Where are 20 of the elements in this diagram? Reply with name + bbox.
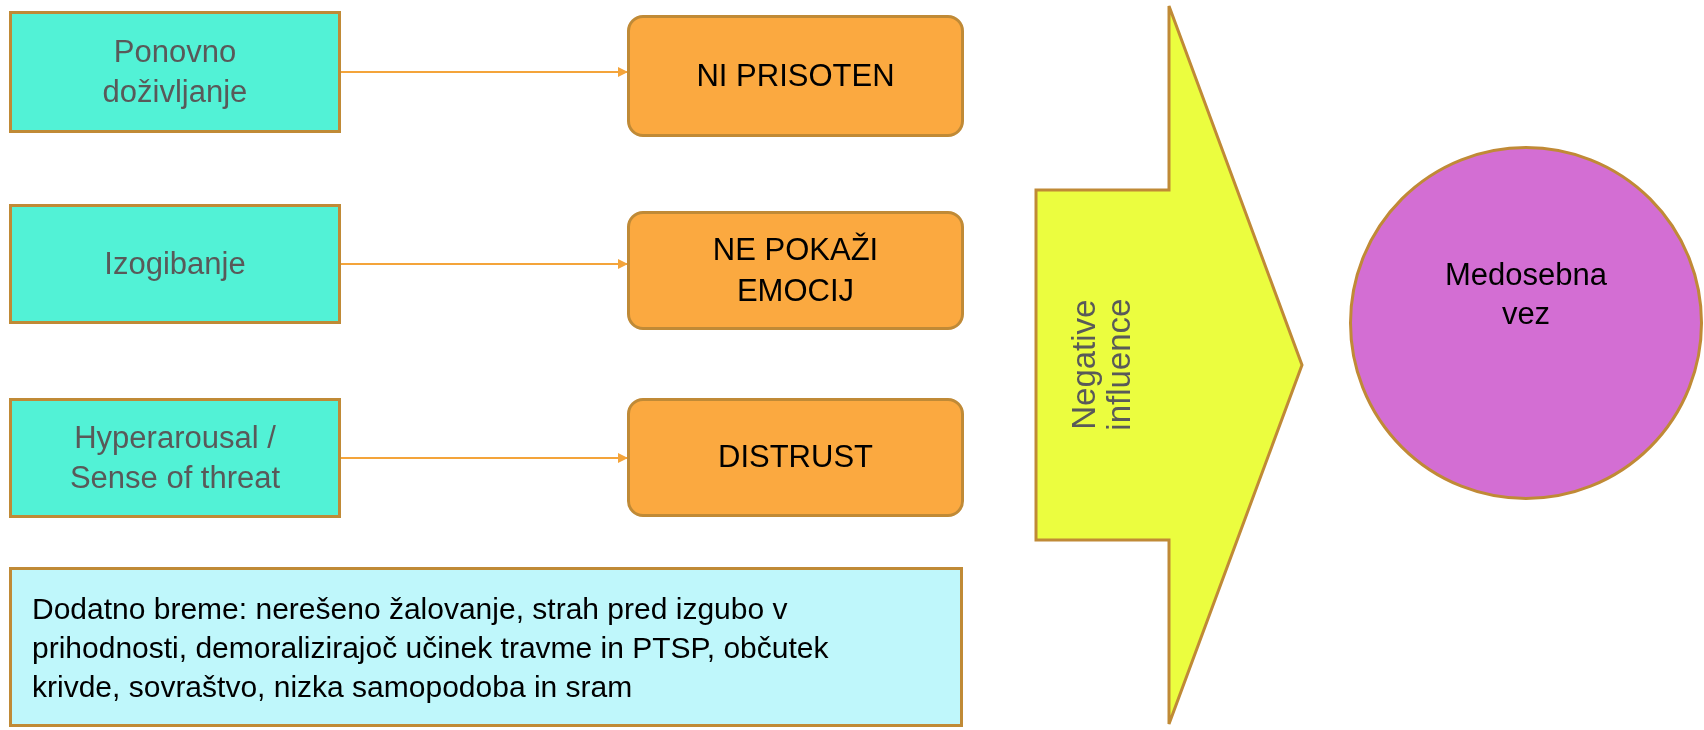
box-label: Ponovno doživljanje bbox=[101, 32, 249, 111]
block-arrow bbox=[1034, 4, 1304, 726]
symptom-box bbox=[9, 398, 341, 518]
arrow-label: Negative influence bbox=[1066, 297, 1137, 434]
box-label: Izogibanje bbox=[104, 244, 246, 283]
behavior-box bbox=[627, 15, 964, 137]
box-label: Dodatno breme: nerešeno žalovanje, strah pred izgubo v prihodnosti, demoralizirajoč učinek travme in PTSP, občutek krivde, sovraštvo, nizka samopodoba in sram bbox=[32, 590, 830, 705]
behavior-box bbox=[627, 398, 964, 517]
symptom-box bbox=[9, 204, 341, 324]
circle-label: Medosebna vez bbox=[1444, 256, 1608, 333]
symptom-box bbox=[9, 11, 341, 133]
arrow bbox=[340, 259, 628, 269]
arrow bbox=[340, 67, 628, 77]
note-box bbox=[9, 567, 963, 727]
box-label: NI PRISOTEN bbox=[696, 56, 895, 95]
box-label: Hyperarousal / Sense of threat bbox=[68, 418, 282, 497]
behavior-box bbox=[627, 211, 964, 330]
box-label: DISTRUST bbox=[718, 438, 873, 477]
box-label: NE POKAŽI EMOCIJ bbox=[711, 231, 880, 310]
arrow bbox=[340, 453, 628, 463]
